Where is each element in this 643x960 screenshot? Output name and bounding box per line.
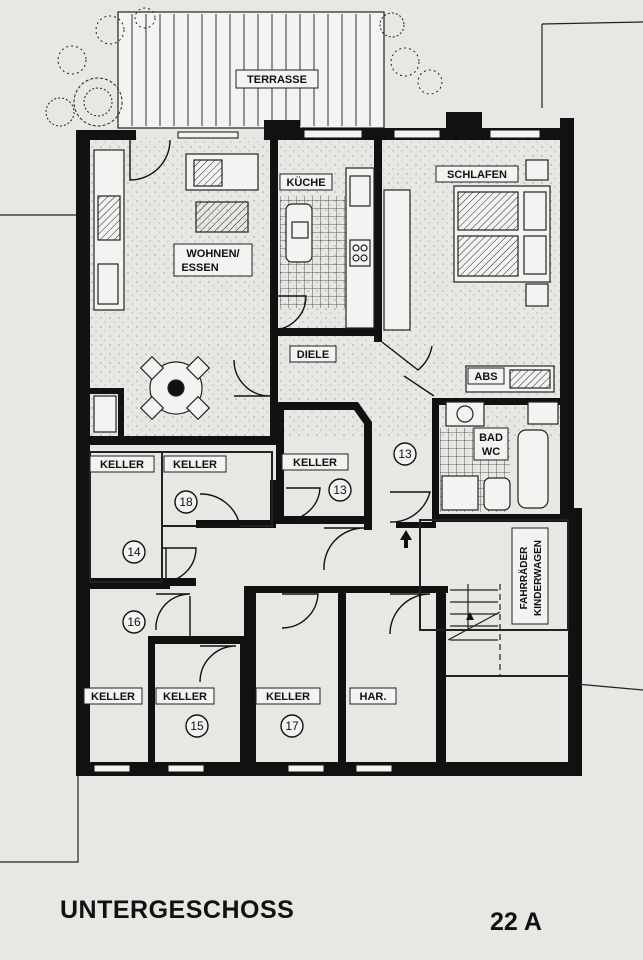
bedroom-furniture	[383, 159, 555, 393]
number-15: 15	[190, 719, 204, 733]
number-16: 16	[127, 615, 141, 629]
living-label-line1: WOHNEN/	[186, 248, 239, 260]
abs-label: ABS	[474, 371, 497, 383]
entrance-arrow-icon	[400, 530, 412, 548]
bicycles-label: FAHRRÄDER	[517, 546, 530, 610]
bath-label-line1: BAD	[479, 432, 503, 444]
kitchen-fixtures	[285, 167, 375, 329]
keller-13-label: KELLER	[293, 457, 337, 469]
keller-15-label: KELLER	[163, 691, 207, 703]
bedroom-label: SCHLAFEN	[447, 169, 507, 181]
floor-title: UNTERGESCHOSS	[60, 896, 295, 924]
terrace: TERRASSE	[117, 11, 385, 129]
keller-14-label: KELLER	[100, 459, 144, 471]
staircase	[447, 584, 568, 677]
doors	[129, 139, 435, 683]
shrub-icon	[45, 7, 443, 127]
number-14: 14	[127, 545, 141, 559]
room-numbers	[122, 442, 417, 738]
house-number: 22 A	[490, 908, 542, 936]
keller-17-label: KELLER	[266, 691, 310, 703]
living-label-line2: ESSEN	[181, 262, 218, 274]
stair-arrow-icon	[466, 612, 474, 620]
bath-label-line2: WC	[482, 446, 500, 458]
number-17: 17	[285, 719, 299, 733]
room-labels: KÜCHE SCHLAFEN WOHNEN/ ESSEN DIELE ABS B…	[83, 165, 549, 705]
number-13-hall: 13	[398, 447, 412, 461]
room-number-texts: 13 13 18 14 16 15 17	[127, 447, 412, 733]
bathroom-fixtures	[441, 401, 559, 511]
windows-bottom	[93, 764, 393, 773]
number-13-keller: 13	[333, 483, 347, 497]
outer-walls	[76, 112, 582, 776]
windows-top	[177, 129, 541, 139]
hall-label: DIELE	[297, 349, 329, 361]
har-label: HAR.	[360, 691, 387, 703]
prams-label: KINDERWAGEN	[533, 540, 544, 616]
living-furniture	[93, 149, 259, 433]
keller-18-label: KELLER	[173, 459, 217, 471]
terrace-label: TERRASSE	[247, 74, 307, 86]
kitchen-label: KÜCHE	[286, 176, 325, 189]
number-18: 18	[179, 495, 193, 509]
keller-16-label: KELLER	[91, 691, 135, 703]
storage-partitions	[89, 451, 570, 677]
